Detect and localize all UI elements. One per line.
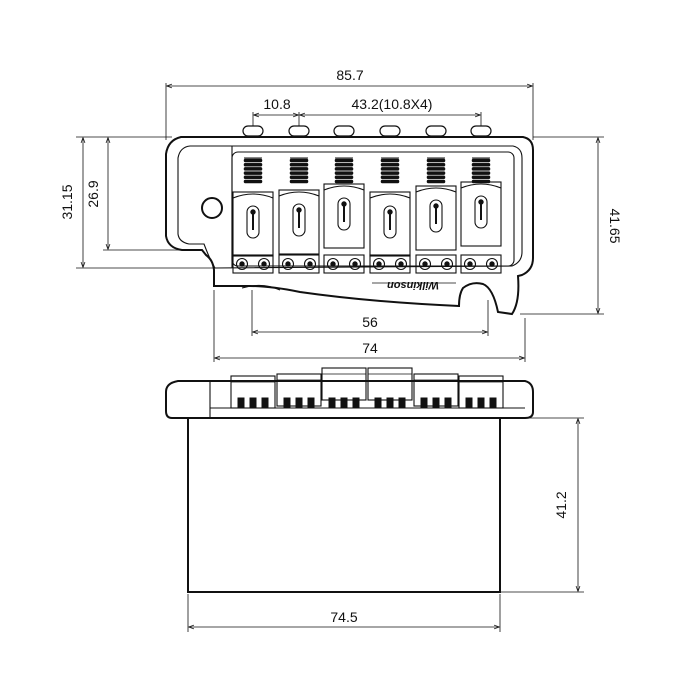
top-dimensions: 85.7 10.8 43.2(10.8X4) 31.15 26.9 41.65 … <box>59 67 623 362</box>
left-slot-curve <box>241 284 281 291</box>
string-pin-4 <box>379 125 401 137</box>
side-saddle-group <box>230 367 504 409</box>
dim-string-spacing-total: 43.2(10.8X4) <box>352 96 433 112</box>
saddle-3 <box>323 157 365 274</box>
string-pin-3 <box>333 125 355 137</box>
string-pin-5 <box>425 125 447 137</box>
dim-right-height: 41.65 <box>607 208 623 243</box>
dim-block-height: 41.2 <box>553 491 569 518</box>
top-view: Wilkinson <box>165 125 534 316</box>
dim-screw-spacing: 56 <box>362 314 378 330</box>
side-saddle-1 <box>230 375 276 409</box>
top-plate-inner-outline <box>177 145 523 269</box>
side-saddle-5 <box>413 373 459 409</box>
dim-block-width: 74.5 <box>330 609 357 625</box>
string-pin-1 <box>242 125 264 137</box>
saddle-group <box>232 157 502 274</box>
side-saddle-3 <box>321 367 367 409</box>
dim-top-width: 85.7 <box>336 67 363 83</box>
string-pins <box>242 125 492 137</box>
mounting-hole <box>201 197 223 219</box>
saddle-1 <box>232 157 274 274</box>
saddle-6 <box>460 157 502 274</box>
side-view <box>165 367 534 593</box>
side-dimensions: 41.2 74.5 <box>187 417 584 632</box>
dim-left-inner-height: 26.9 <box>85 180 101 207</box>
brand-logo: Wilkinson <box>387 279 439 291</box>
side-saddle-2 <box>276 373 322 409</box>
side-saddle-4 <box>367 367 413 409</box>
tremolo-block <box>187 417 501 593</box>
dim-base-width: 74 <box>362 340 378 356</box>
dim-string-spacing: 10.8 <box>263 96 290 112</box>
saddle-2 <box>278 157 320 274</box>
string-pin-6 <box>470 125 492 137</box>
saddle-5 <box>415 157 457 274</box>
string-pin-2 <box>288 125 310 137</box>
saddle-slot <box>231 151 515 267</box>
saddle-4 <box>369 157 411 274</box>
side-saddle-6 <box>458 375 504 409</box>
dim-left-outer-height: 31.15 <box>59 184 75 219</box>
